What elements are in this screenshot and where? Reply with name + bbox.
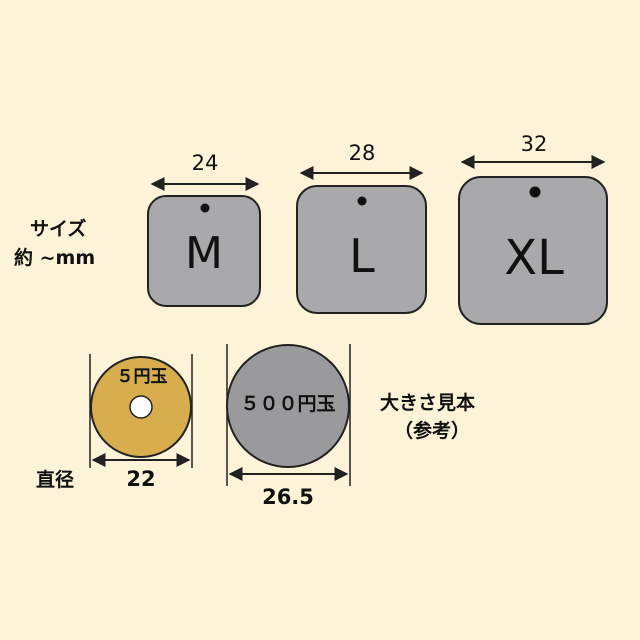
size-label: サイズ bbox=[30, 218, 87, 240]
tag-m-hole bbox=[200, 203, 210, 213]
tag-m-letter: M bbox=[185, 228, 223, 279]
tag-l bbox=[296, 185, 427, 314]
tag-l-letter: L bbox=[349, 229, 375, 283]
tag-xl bbox=[458, 176, 608, 325]
tag-m bbox=[147, 195, 261, 307]
tag-l-width: 28 bbox=[348, 141, 376, 165]
reference-label: （参考） bbox=[393, 420, 471, 442]
coin-500-yen-diameter: 26.5 bbox=[262, 485, 314, 509]
diameter-label: 直径 bbox=[36, 469, 75, 491]
tag-xl-letter: XL bbox=[504, 230, 564, 286]
tag-m-width: 24 bbox=[191, 151, 219, 175]
coin-500-yen-name: ５００円玉 bbox=[240, 393, 336, 415]
size-sample-label: 大きさ見本 bbox=[380, 392, 476, 414]
coin-5-yen-diameter: 22 bbox=[126, 467, 156, 491]
tag-l-hole bbox=[357, 196, 367, 206]
size-unit-label: 約 ~mm bbox=[14, 247, 96, 269]
tag-xl-hole bbox=[529, 186, 541, 198]
tag-xl-width: 32 bbox=[520, 132, 548, 156]
coin-5-yen-hole bbox=[129, 395, 153, 419]
coin-5-yen-name: ５円玉 bbox=[116, 367, 168, 387]
